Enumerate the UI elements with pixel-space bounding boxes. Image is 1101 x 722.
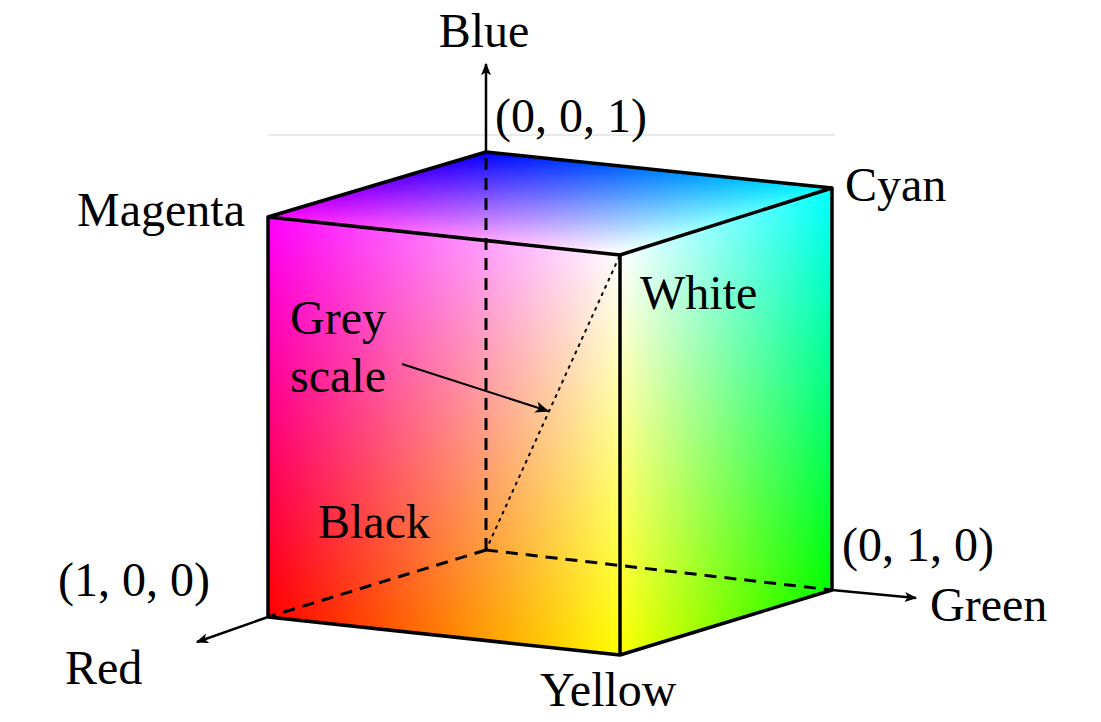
green-face: [620, 188, 832, 655]
red-face: [268, 217, 620, 655]
callout-label: Grey scale: [290, 289, 386, 404]
axis-name: Red: [65, 639, 142, 697]
hidden-edges: [268, 152, 832, 617]
corner-name: Cyan: [845, 156, 946, 214]
axis-name: Blue: [439, 2, 530, 60]
cube-edges: [268, 152, 832, 655]
corner-name: White: [640, 264, 757, 322]
grey-diagonal: [486, 255, 620, 550]
coordinate-label: (0, 1, 0): [842, 516, 994, 574]
coordinate-label: (0, 0, 1): [495, 87, 647, 145]
face-gradient: [620, 188, 832, 655]
face-gradient: [620, 188, 832, 655]
face-gradient: [268, 152, 832, 255]
corner-name: Yellow: [540, 661, 677, 719]
blue-face: [268, 152, 832, 255]
face-gradient: [268, 217, 620, 655]
face-gradient: [268, 152, 832, 255]
face-base: [620, 188, 832, 655]
hidden-edge: [268, 550, 486, 617]
hidden-edge: [486, 550, 832, 590]
face-base: [268, 152, 832, 255]
cube-edge: [268, 188, 832, 255]
green-axis: [832, 590, 916, 598]
cube-edge: [618, 255, 622, 655]
coordinate-label: (1, 0, 0): [58, 551, 210, 609]
corner-name: Magenta: [77, 181, 245, 239]
hidden-edge: [485, 152, 488, 550]
red-axis: [197, 617, 268, 642]
cube-outline: [268, 152, 832, 655]
face-gradient: [268, 217, 620, 655]
leader-line: [402, 364, 548, 411]
blue-axis: [485, 64, 488, 152]
face-base: [268, 217, 620, 655]
corner-name: Black: [318, 493, 430, 551]
axis-name: Green: [930, 576, 1047, 634]
